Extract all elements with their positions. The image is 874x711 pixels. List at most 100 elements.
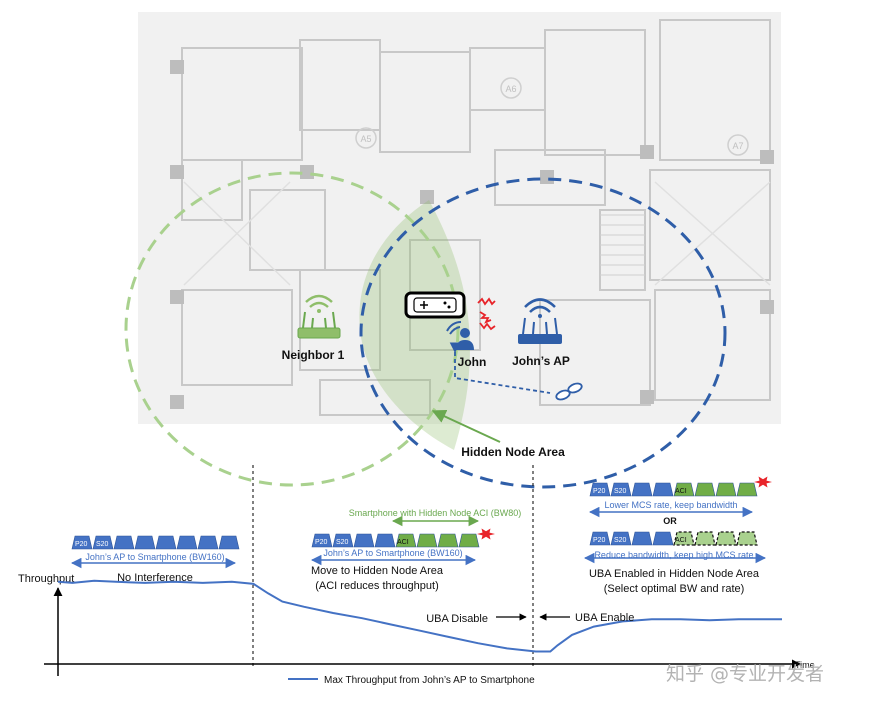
series-point [93,580,95,582]
series-point [267,592,269,594]
neighbor-router-icon [297,294,341,339]
frame-block [694,482,716,497]
throughput-chart: Throughput Time UBA Disable UBA Enable M… [18,465,815,686]
frame-block [71,535,93,550]
frame-block [134,535,156,550]
frame-block [155,535,177,550]
series-point [303,606,305,608]
frame-block [374,533,396,548]
throughput-series-line [57,579,782,653]
frame-block [197,535,219,550]
series-point [549,651,551,653]
frame-block [610,531,632,546]
phase2-s20-label: S20 [336,539,349,546]
series-point [448,636,450,638]
frame-block [673,531,695,546]
phase2-band-text: John’s AP to Smartphone (BW160) [323,548,462,558]
frame-block [113,535,135,550]
aci-burst-icon [477,528,495,540]
series-point [332,612,334,614]
series-point [680,618,682,620]
phase2-caption-line2: (ACI reduces throughput) [315,580,439,592]
frame-block [694,531,716,546]
frame-block [353,533,375,548]
neighbor-coverage-circle [124,171,460,487]
room-label-a7: A7 [732,141,743,151]
frame-block [332,533,354,548]
phase2-aci-label: ACI [397,539,409,546]
phase1-p20-label: P20 [75,541,88,548]
series-point [253,583,255,585]
frame-block [589,531,611,546]
hidden-node-label: Hidden Node Area [461,445,565,459]
series-point [593,626,595,628]
frame-block [610,482,632,497]
series-point [535,651,537,653]
phase2-p20-label: P20 [315,539,328,546]
series-point [281,601,283,603]
john-label: John [458,355,487,369]
frame-block [311,533,333,548]
john-person-icon [446,321,474,350]
series-point [115,581,117,583]
series-point [57,581,59,583]
uba-enable-label: UBA Enable [575,612,634,624]
series-point [651,618,653,620]
frame-block [437,533,459,548]
frame-block [715,482,737,497]
series-point [173,581,175,583]
phase3-option1-s20-label: S20 [614,488,627,495]
phase3-option1-text: Lower MCS rate, keep bandwidth [604,500,737,510]
phase1-band-text: John’s AP to Smartphone (BW160) [85,552,224,562]
phase3-caption-line2: (Select optimal BW and rate) [604,583,745,595]
john-ap-label: John’s AP [512,354,570,368]
series-point [202,582,204,584]
series-point [419,630,421,632]
phase2-caption-line1: Move to Hidden Node Area [311,565,444,577]
series-point [738,618,740,620]
x-axis-label: Time [795,660,815,670]
walking-path [449,342,551,394]
frame-block [715,531,737,546]
series-point [781,618,783,620]
series-point [144,582,146,584]
ap-coverage-circle [359,177,727,489]
series-point [709,619,711,621]
series-point [72,582,74,584]
frame-block [458,533,480,548]
john-ap-router-icon [518,298,562,344]
footsteps-icon [555,382,583,401]
phase2-aci-text: Smartphone with Hidden Node ACI (BW80) [349,508,522,518]
floor-plan: A5 A6 A7 [138,12,781,424]
series-point [477,642,479,644]
hidden-node-overlap [359,200,470,450]
interference-icon [477,297,496,331]
frame-block [736,531,758,546]
series-point [390,624,392,626]
frame-block [673,482,695,497]
room-label-a6: A6 [505,84,516,94]
phase3-option2-s20-label: S20 [614,537,627,544]
frame-block [631,531,653,546]
game-controller-icon [404,291,466,319]
legend-label: Max Throughput from John’s AP to Smartph… [324,675,535,686]
frame-block [395,533,417,548]
phase3-caption-line1: UBA Enabled in Hidden Node Area [589,568,760,580]
frame-block [652,482,674,497]
neighbor-label: Neighbor 1 [282,348,345,362]
frame-block [652,531,674,546]
series-point [361,617,363,619]
frame-block [736,482,758,497]
frame-block [631,482,653,497]
series-point [759,618,761,620]
uba-disable-label: UBA Disable [426,613,488,625]
phase3-option2-text: Reduce bandwidth, keep high MCS rate [594,550,753,560]
frame-block [589,482,611,497]
phase3-or-text: OR [663,516,677,526]
phase3-option2-p20-label: P20 [593,537,606,544]
phase1-s20-label: S20 [96,541,109,548]
series-point [571,634,573,636]
